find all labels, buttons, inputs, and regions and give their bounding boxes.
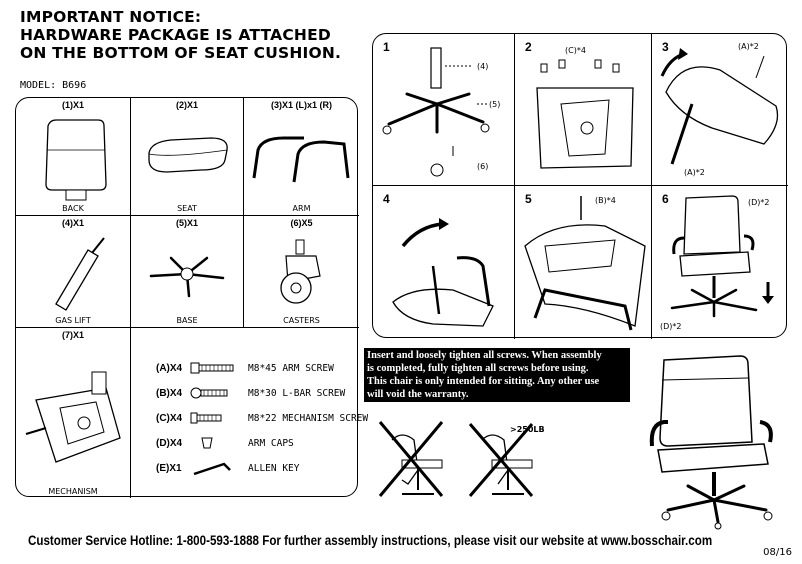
arm-screw-icon — [190, 362, 234, 374]
part-seat: (2)X1 SEAT — [131, 98, 244, 216]
notice-title: IMPORTANT NOTICE: — [20, 8, 202, 26]
part-qty: (1)X1 — [61, 100, 84, 110]
notice-line-2: HARDWARE PACKAGE IS ATTACHED — [20, 26, 331, 44]
step-6-illustration — [670, 195, 774, 318]
part-ref: (6) — [477, 162, 489, 171]
step-number: 4 — [383, 192, 390, 206]
part-qty: (3)X1 (L)x1 (R) — [270, 100, 332, 110]
step-number: 3 — [662, 40, 669, 54]
model-number: MODEL: B696 — [20, 80, 87, 91]
finished-chair-illustration — [649, 355, 773, 530]
part-mechanism: (7)X1 MECHANISM — [16, 328, 131, 498]
part-arm: (3)X1 (L)x1 (R) ARM — [244, 98, 359, 216]
mechanism-screw-icon — [190, 412, 222, 424]
prohibited-use-illustrations — [378, 421, 534, 497]
step-6: 6 (D)*2 (D)*2 — [652, 186, 788, 339]
caster-illustration — [280, 239, 321, 304]
mechanism-illustration — [25, 371, 121, 463]
part-label: CASTERS — [283, 316, 320, 325]
arm-cap-icon — [201, 437, 213, 449]
step-4-illustration — [392, 218, 494, 327]
part-qty: (2)X1 — [175, 100, 198, 110]
arm-illustration — [252, 136, 350, 183]
part-qty: (7)X1 — [61, 330, 84, 340]
step-1: 1 (4) (5) (6) — [373, 34, 515, 186]
weight-limit-icon — [468, 423, 534, 497]
no-standing-icon — [378, 421, 444, 497]
step-number: 5 — [525, 192, 532, 206]
part-qty: (6)X5 — [290, 218, 313, 228]
hardware-code: (D)X4 — [156, 437, 183, 449]
hardware-c: (C)X4 M8*22 MECHANISM SCREW — [156, 410, 368, 426]
step-4: 4 — [373, 186, 515, 339]
part-back: (1)X1 BACK — [16, 98, 131, 216]
part-label: SEAT — [177, 204, 197, 213]
step-2: 2 (C)*4 — [515, 34, 652, 186]
gas-lift-illustration — [55, 237, 105, 311]
hardware-desc: M8*30 L-BAR SCREW — [248, 387, 346, 399]
warning-line: Insert and loosely tighten all screws. W… — [367, 350, 602, 361]
allen-key-icon — [193, 462, 231, 476]
step-5: 5 (B)*4 — [515, 186, 652, 339]
part-gas-lift: (4)X1 GAS LIFT — [16, 216, 131, 328]
warning-line: will void the warranty. — [367, 389, 469, 400]
part-ref: (A)*2 — [684, 168, 705, 177]
notice-line-3: ON THE BOTTOM OF SEAT CUSHION. — [20, 44, 342, 62]
hardware-d: (D)X4 ARM CAPS — [156, 435, 294, 451]
step-number: 6 — [662, 192, 669, 206]
hardware-code: (B)X4 — [156, 387, 183, 399]
page-number: 08/16 — [763, 547, 792, 558]
weight-limit-label: >250LB — [510, 425, 545, 434]
hardware-code: (C)X4 — [156, 412, 183, 424]
part-ref: (D)*2 — [748, 198, 770, 207]
assembly-warning: Insert and loosely tighten all screws. W… — [364, 348, 630, 402]
step-3-illustration — [660, 48, 779, 165]
hardware-code: (A)X4 — [156, 362, 183, 374]
step-5-illustration — [524, 196, 646, 331]
warning-line: This chair is only intended for sitting.… — [367, 376, 600, 387]
hardware-e: (E)X1 ALLEN KEY — [156, 460, 299, 476]
customer-service-footer: Customer Service Hotline: 1-800-593-1888… — [28, 533, 713, 548]
hardware-desc: ARM CAPS — [248, 437, 294, 449]
part-ref: (4) — [477, 62, 489, 71]
part-base: (5)X1 BASE — [131, 216, 244, 328]
important-notice: IMPORTANT NOTICE: HARDWARE PACKAGE IS AT… — [20, 8, 341, 62]
hardware-code: (E)X1 — [156, 462, 182, 474]
step-number: 1 — [383, 40, 390, 54]
hardware-desc: M8*22 MECHANISM SCREW — [248, 412, 369, 424]
base-illustration — [149, 256, 225, 298]
part-ref: (C)*4 — [565, 46, 586, 55]
part-ref: (D)*2 — [660, 322, 682, 331]
hardware-a: (A)X4 M8*45 ARM SCREW — [156, 360, 334, 376]
step-1-illustration — [382, 47, 490, 177]
step-2-illustration — [536, 59, 634, 169]
part-label: GAS LIFT — [55, 316, 91, 325]
part-ref: (A)*2 — [738, 42, 759, 51]
warning-line: is completed, fully tighten all screws b… — [367, 363, 589, 374]
hardware-desc: ALLEN KEY — [248, 462, 300, 474]
part-label: BACK — [62, 204, 84, 213]
part-label: ARM — [292, 204, 311, 213]
hardware-desc: M8*45 ARM SCREW — [248, 362, 334, 374]
part-qty: (4)X1 — [61, 218, 84, 228]
parts-list: (1)X1 BACK (2)X1 SEAT (3)X1 (L)x1 (R) AR… — [15, 97, 368, 498]
part-label: BASE — [176, 316, 198, 325]
lbar-screw-icon — [190, 387, 228, 399]
part-casters: (6)X5 CASTERS — [244, 216, 359, 328]
part-qty: (5)X1 — [175, 218, 198, 228]
step-3: 3 (A)*2 (A)*2 — [652, 34, 788, 186]
assembly-steps: 1 (4) (5) (6) 2 (C)*4 3 — [372, 33, 788, 339]
part-ref: (B)*4 — [595, 196, 616, 205]
part-ref: (5) — [489, 100, 501, 109]
part-label: MECHANISM — [48, 487, 98, 496]
back-illustration — [45, 119, 107, 201]
step-number: 2 — [525, 40, 532, 54]
hardware-b: (B)X4 M8*30 L-BAR SCREW — [156, 385, 345, 401]
seat-illustration — [148, 137, 228, 173]
